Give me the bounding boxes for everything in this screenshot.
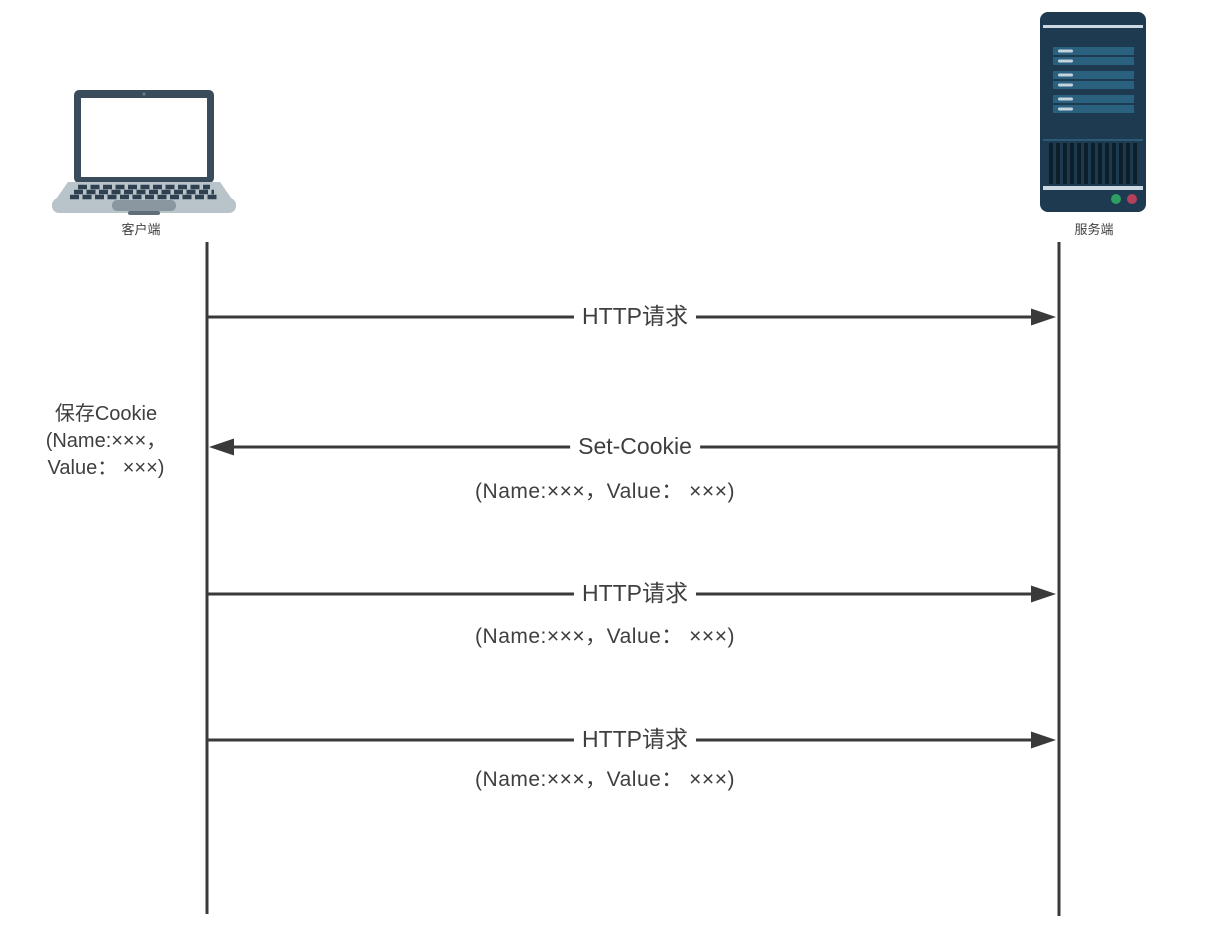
- led-red: [1127, 194, 1137, 204]
- actor-label-client: 客户端: [121, 222, 161, 237]
- server-drive-bays: [1053, 47, 1134, 113]
- laptop-screen: [81, 98, 207, 177]
- laptop-camera-dot: [142, 92, 146, 96]
- cookie-note: 保存Cookie (Name:×××， Value： ×××): [5, 401, 207, 482]
- cookie-note-line: 保存Cookie: [54, 403, 158, 425]
- arrowhead-right-4: [1031, 731, 1056, 749]
- message-sublabel-http-request-2: (Name:×××，Value： ×××): [475, 625, 735, 648]
- led-green: [1111, 194, 1121, 204]
- server-vent-topline: [1043, 139, 1143, 141]
- arrowhead-left-2: [209, 438, 234, 456]
- laptop-notch: [128, 211, 160, 215]
- server-vent-grille: [1049, 143, 1137, 184]
- message-label-set-cookie: Set-Cookie: [570, 433, 700, 461]
- message-label-http-request-3: HTTP请求: [573, 726, 697, 754]
- arrowhead-right-1: [1031, 308, 1056, 326]
- laptop-icon: [52, 90, 236, 215]
- message-label-http-request-1: HTTP请求: [573, 303, 697, 331]
- cookie-note-line: Value： ×××): [47, 457, 165, 479]
- server-bottom-stripe: [1043, 186, 1143, 190]
- arrowhead-right-3: [1031, 585, 1056, 603]
- server-top-stripe: [1043, 25, 1143, 28]
- message-sublabel-set-cookie: (Name:×××，Value： ×××): [475, 480, 735, 503]
- message-sublabel-http-request-3: (Name:×××，Value： ×××): [475, 768, 735, 791]
- server-icon: [1040, 12, 1146, 212]
- laptop-touchpad: [112, 200, 176, 211]
- actor-label-server: 服务端: [1074, 222, 1114, 237]
- message-label-http-request-2: HTTP请求: [573, 580, 697, 608]
- cookie-note-line: (Name:×××，: [45, 430, 167, 452]
